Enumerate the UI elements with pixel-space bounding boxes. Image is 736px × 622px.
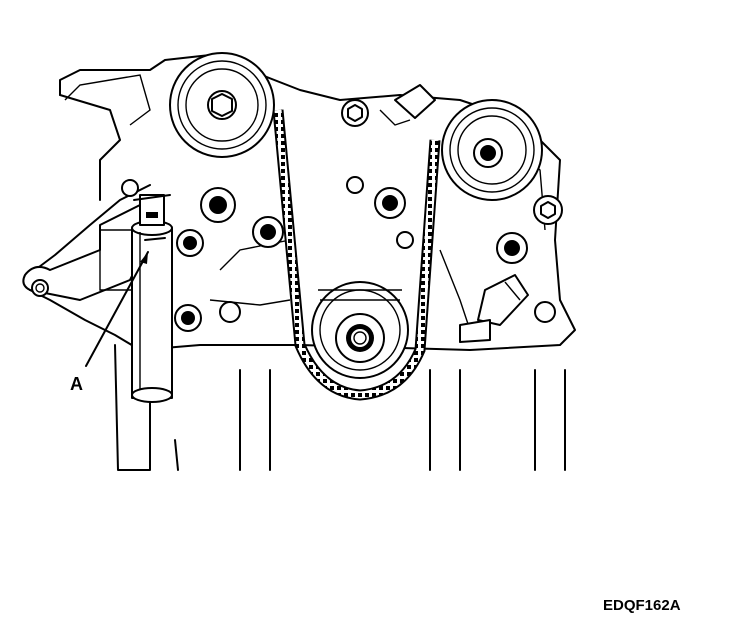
bolt-icon <box>496 232 528 264</box>
bolt-icon <box>374 187 406 219</box>
bolt-icon <box>534 301 556 323</box>
bolts <box>121 99 563 332</box>
bolt-icon <box>396 231 414 249</box>
callout-leader <box>85 251 149 367</box>
upper-idler-pulley <box>169 52 275 158</box>
bolt-icon <box>200 187 236 223</box>
bolt-icon <box>121 179 139 197</box>
sensor-fitting <box>379 84 436 126</box>
figure-code: EDQF162A <box>603 597 681 614</box>
mount-bracket <box>22 204 151 301</box>
bolt-icon <box>176 229 204 257</box>
special-tool-a <box>99 194 173 403</box>
camshaft-sprocket <box>441 99 543 201</box>
bolt-icon <box>174 304 202 332</box>
timing-belt <box>272 109 441 401</box>
bolt-icon <box>533 195 563 225</box>
bracket-eye-icon <box>31 279 49 297</box>
bolt-icon <box>252 216 284 248</box>
bolt-icon <box>346 176 364 194</box>
callout-label-a: A <box>70 374 83 394</box>
tensioner-fitting <box>459 274 529 343</box>
bolt-icon <box>219 301 241 323</box>
crankshaft-sprocket <box>311 281 409 379</box>
bolt-icon <box>341 99 369 127</box>
